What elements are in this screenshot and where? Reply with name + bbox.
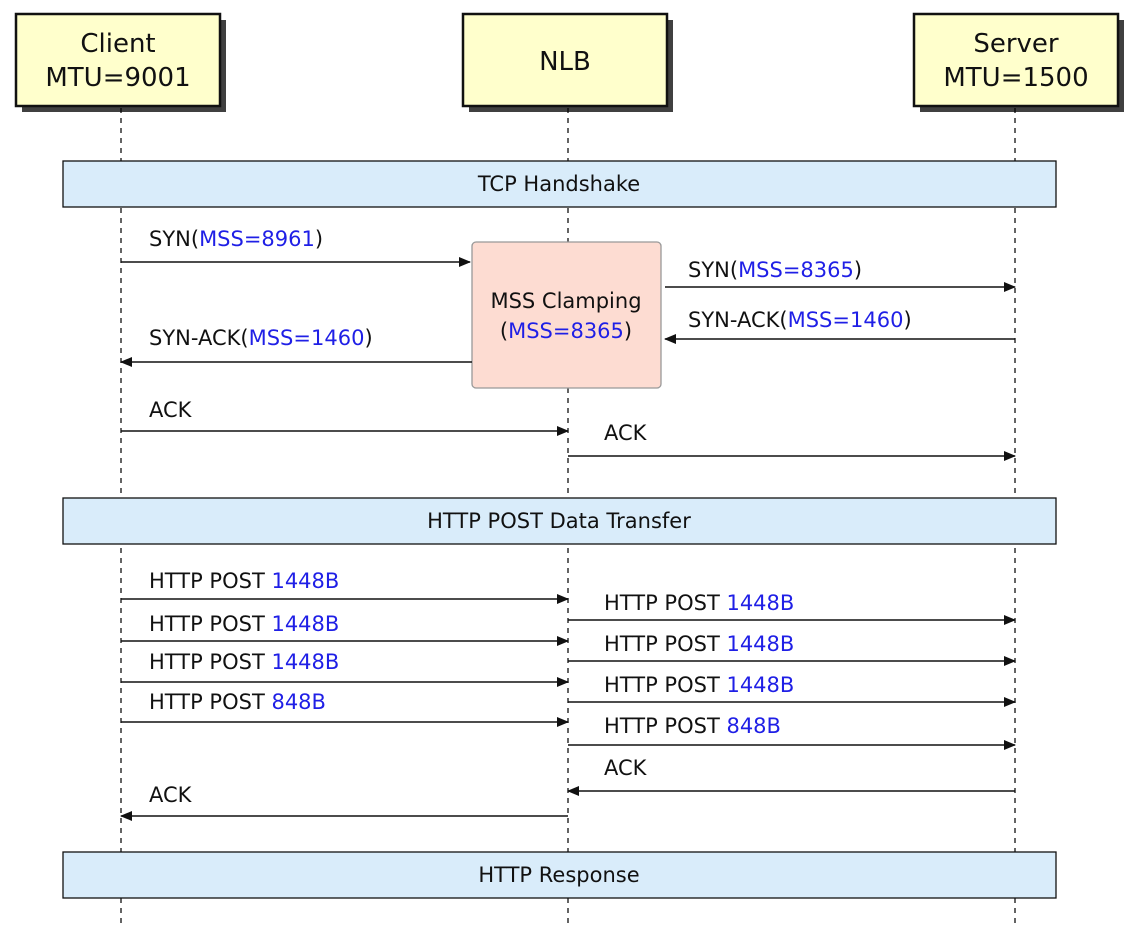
mss-clamping-box: MSS Clamping (MSS=8365) bbox=[471, 241, 662, 389]
message-label-ack-final: ACK bbox=[149, 783, 193, 807]
message-label-post-server-2: HTTP POST 1448B bbox=[604, 632, 794, 656]
mss-clamping-title: MSS Clamping bbox=[490, 289, 641, 313]
message-label-synack-server: SYN-ACK(MSS=1460) bbox=[688, 308, 912, 332]
message-labels: SYN(MSS=8961) SYN(MSS=8365) SYN-ACK(MSS=… bbox=[149, 227, 912, 807]
actor-nlb: NLB bbox=[461, 12, 673, 112]
message-label-ack-nlb: ACK bbox=[604, 756, 648, 780]
message-label-syn-server: SYN(MSS=8365) bbox=[688, 258, 862, 282]
mss-clamping-detail: (MSS=8365) bbox=[500, 319, 632, 343]
actor-server-name: Server bbox=[973, 29, 1059, 59]
actor-nlb-name: NLB bbox=[539, 47, 591, 77]
actor-client-name: Client bbox=[80, 29, 155, 59]
message-label-post-client-2: HTTP POST 1448B bbox=[149, 612, 339, 636]
phase-tcp-handshake: TCP Handshake bbox=[62, 160, 1057, 208]
message-label-post-client-4: HTTP POST 848B bbox=[149, 690, 326, 714]
phase-label: TCP Handshake bbox=[477, 172, 640, 196]
phase-label: HTTP Response bbox=[478, 863, 639, 887]
message-label-ack-server: ACK bbox=[604, 421, 648, 445]
message-label-post-server-4: HTTP POST 848B bbox=[604, 714, 781, 738]
phase-http-response: HTTP Response bbox=[62, 851, 1057, 899]
actor-server: Server MTU=1500 bbox=[912, 12, 1124, 112]
actor-client-mtu: MTU=9001 bbox=[45, 63, 190, 93]
actor-client-box bbox=[14, 12, 222, 108]
message-label-post-server-1: HTTP POST 1448B bbox=[604, 591, 794, 615]
message-label-post-server-3: HTTP POST 1448B bbox=[604, 673, 794, 697]
actor-nlb-box bbox=[461, 12, 669, 108]
arrows bbox=[120, 257, 1016, 821]
message-label-syn-client: SYN(MSS=8961) bbox=[149, 227, 323, 251]
phase-http-post-transfer: HTTP POST Data Transfer bbox=[62, 497, 1057, 545]
message-label-ack-client: ACK bbox=[149, 398, 193, 422]
actor-client: Client MTU=9001 bbox=[14, 12, 226, 112]
phase-label: HTTP POST Data Transfer bbox=[427, 509, 691, 533]
actor-server-box bbox=[912, 12, 1120, 108]
actor-server-mtu: MTU=1500 bbox=[943, 63, 1088, 93]
message-label-post-client-1: HTTP POST 1448B bbox=[149, 569, 339, 593]
message-label-synack-client: SYN-ACK(MSS=1460) bbox=[149, 326, 373, 350]
message-label-post-client-3: HTTP POST 1448B bbox=[149, 650, 339, 674]
